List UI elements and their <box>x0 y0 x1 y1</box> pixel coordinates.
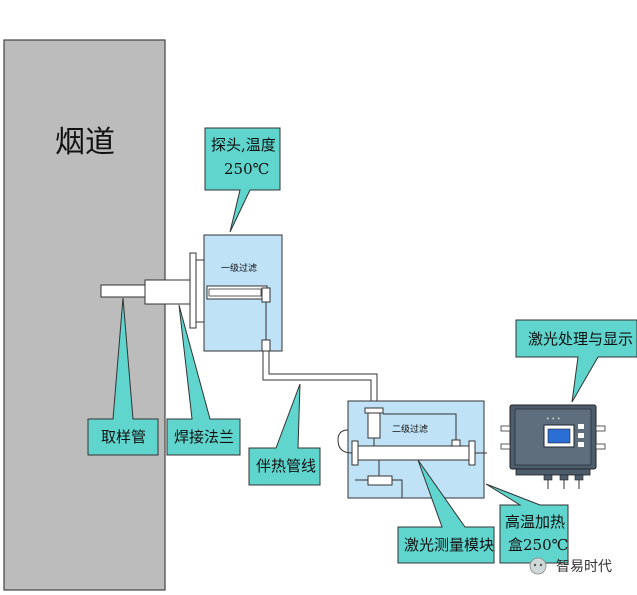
primary-filter-cap <box>261 287 271 303</box>
sampling-tube-callout <box>87 297 159 456</box>
heat-trace-callout <box>248 383 321 486</box>
controller-foot <box>515 468 591 476</box>
sampling-tube-callout-label: 取样管 <box>101 428 146 446</box>
controller-indicator-dots: • • • <box>546 416 560 423</box>
controller-connector-3 <box>574 474 584 481</box>
weld-flange-plate <box>195 259 205 323</box>
flue-label: 烟道 <box>55 125 115 160</box>
probe-callout-line1: 探头,温度 <box>211 136 276 154</box>
weld-flange <box>189 252 197 329</box>
hot-box-callout-line2: 盒250℃ <box>508 536 568 554</box>
secondary-filter-top <box>364 407 384 414</box>
controller-callout-label: 激光处理与显示 <box>528 330 633 348</box>
heat-trace-line-outer <box>262 351 372 408</box>
ejector <box>367 475 393 486</box>
probe-outlet <box>261 339 271 352</box>
sampling-tube-body <box>144 279 192 305</box>
controller-button-2 <box>578 433 584 438</box>
secondary-filter-label: 二级过滤 <box>392 423 428 435</box>
cell-flange-left <box>351 440 359 466</box>
hot-box-callout <box>485 483 569 564</box>
controller-mount-right-2 <box>595 443 606 450</box>
controller-button-1 <box>578 424 584 429</box>
flue-duct <box>3 39 166 591</box>
primary-filter-element <box>208 288 262 297</box>
primary-filter-label: 一级过滤 <box>221 262 257 274</box>
laser-module-callout <box>397 459 495 564</box>
laser-measurement-cell <box>356 445 471 461</box>
controller-connector-2 <box>559 474 569 481</box>
filter-loop-line <box>383 413 457 441</box>
controller-connector-1 <box>543 474 553 481</box>
filter-loop-cap <box>451 439 461 447</box>
secondary-filter <box>367 411 381 439</box>
watermark: 智易时代 <box>529 557 612 575</box>
heat-trace-callout-label: 伴热管线 <box>256 457 316 475</box>
probe-callout <box>204 127 281 233</box>
weld-flange-callout <box>166 304 241 456</box>
hot-box-callout-line1: 高温加热 <box>505 513 565 531</box>
controller-mount-right-1 <box>595 425 606 432</box>
cell-inlet-loop <box>337 429 353 454</box>
laser-module-callout-label: 激光测量模块 <box>404 536 494 554</box>
heat-trace-line-inner <box>268 351 378 408</box>
weld-flange-callout-label: 焊接法兰 <box>174 428 234 446</box>
controller-callout <box>515 319 637 403</box>
cell-flange-right <box>468 440 476 466</box>
probe-callout-line2: 250℃ <box>224 160 269 178</box>
ejector-out-line <box>392 479 403 498</box>
controller-mount-left-1 <box>500 425 511 432</box>
controller-mount-left-2 <box>500 443 511 450</box>
wechat-icon <box>529 557 547 575</box>
controller-screen <box>547 428 571 444</box>
sampling-tube-tip <box>100 284 148 298</box>
watermark-text: 智易时代 <box>556 559 612 575</box>
controller-button-3 <box>578 442 584 447</box>
